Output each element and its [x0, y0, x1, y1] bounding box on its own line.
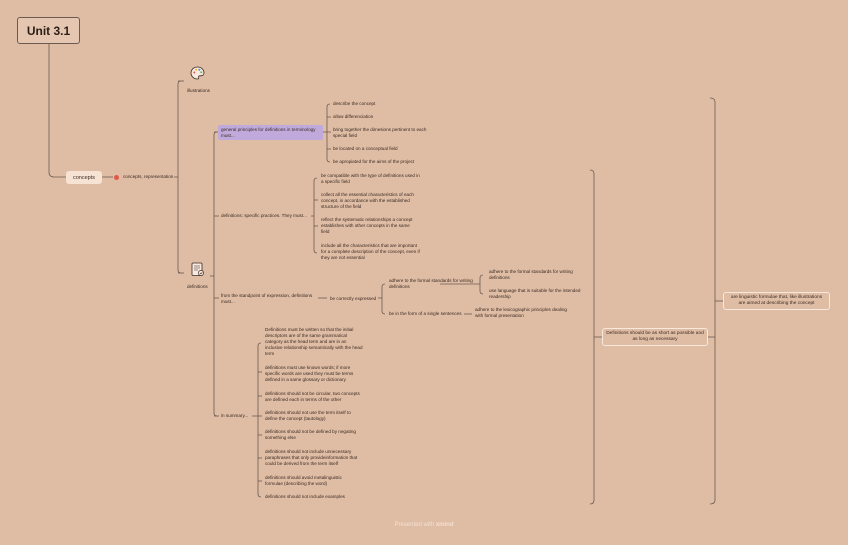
formal-standards-topic[interactable]: adhere to the formal standards for writi…: [389, 278, 473, 290]
gp-item[interactable]: be apropiated for the aims of the projec…: [333, 159, 415, 164]
sp-item[interactable]: collect all the essential characteristic…: [321, 192, 414, 210]
summary-item[interactable]: Definitions must be written so that the …: [265, 327, 363, 357]
summary-item[interactable]: definitions must use known words; if mor…: [265, 365, 354, 383]
summary-item[interactable]: definitions should not use the term itse…: [265, 410, 351, 422]
specific-practices-topic[interactable]: definitions: specific practices. They mu…: [221, 213, 307, 218]
gp-item[interactable]: be located on a conceptual field: [333, 146, 398, 151]
illustrations-topic[interactable]: illustrations: [187, 88, 210, 93]
footer-credit: Presented with xmind: [0, 522, 848, 528]
expression-topic[interactable]: from the standpoint of expression, defin…: [221, 293, 313, 305]
document-icon: [191, 262, 205, 282]
root-topic[interactable]: Unit 3.1: [17, 17, 80, 44]
summary-item[interactable]: definitions should not be circular, two …: [265, 391, 360, 403]
linguistic-formulae-box[interactable]: are linguistic formulae that, like illus…: [723, 292, 830, 310]
gp-item[interactable]: describe the concept: [333, 101, 376, 106]
sp-item[interactable]: reflect the systematic relationships a c…: [321, 217, 413, 235]
footer-prefix: Presented with: [394, 522, 436, 528]
summary-item[interactable]: definitions should not include examples: [265, 494, 345, 499]
representation-topic[interactable]: concepts, representation: [123, 174, 174, 179]
sp-item[interactable]: include all the characteristics that are…: [321, 243, 420, 261]
summary-item[interactable]: definitions should not include unnecessa…: [265, 449, 358, 467]
short-definitions-box[interactable]: Definitions should be as short as possib…: [602, 328, 708, 346]
fs-item[interactable]: adhere to the formal standards for writi…: [489, 269, 573, 281]
summary-item[interactable]: definitions should not be defined by neg…: [265, 429, 356, 441]
marker-dot: [114, 175, 119, 180]
definitions-topic[interactable]: definitions: [187, 284, 208, 289]
summary-item[interactable]: definitions should avoid metalinguistic …: [265, 475, 342, 487]
correctly-expressed-topic[interactable]: be correctly expressed: [330, 296, 377, 301]
xmind-brand: xmind: [435, 522, 454, 528]
in-summary-topic[interactable]: in summary...: [221, 413, 249, 418]
general-principles-highlight: [218, 125, 323, 140]
sp-item[interactable]: be compatible with the type of definitio…: [321, 173, 420, 185]
gp-item[interactable]: allow differenciation: [333, 114, 374, 119]
lexicographic-topic[interactable]: adhere to the lexicographic principles d…: [475, 307, 567, 319]
gp-item[interactable]: bring together the dimesions pertinent t…: [333, 127, 427, 139]
general-principles-topic[interactable]: general principles for definitions in te…: [221, 127, 316, 139]
single-sentence-topic[interactable]: be in the form of a single sentences: [389, 311, 462, 316]
fs-item[interactable]: use language that is suitable for the in…: [489, 288, 581, 300]
palette-icon: [190, 66, 205, 85]
concepts-topic[interactable]: concepts: [66, 171, 102, 184]
